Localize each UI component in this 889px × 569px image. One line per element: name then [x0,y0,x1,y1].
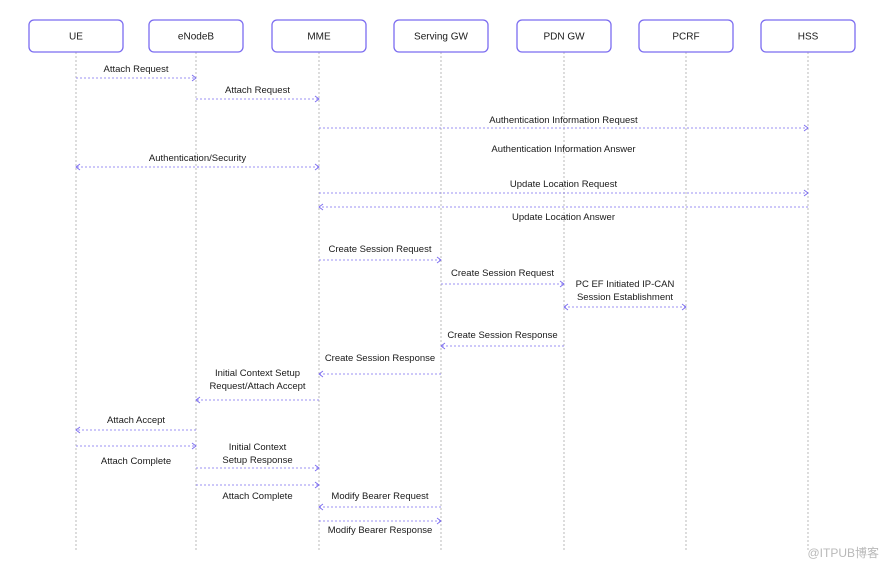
message-6: Update Location Answer [318,203,808,223]
participant-label-mme: MME [307,32,331,43]
message-label: Create Session Request [451,268,554,279]
message-0: Attach Request [76,64,197,82]
message-17: Modify Bearer Request [318,491,441,511]
message-1: Attach Request [196,85,320,103]
arrowhead [191,74,197,82]
arrowhead [318,503,324,511]
arrowhead [314,163,320,171]
arrowhead [75,426,81,434]
message-label: Attach Complete [222,491,292,502]
message-label: Attach Request [104,64,169,75]
arrowhead [195,396,201,404]
message-10: Create Session Response [440,330,564,350]
message-label: Request/Attach Accept [209,381,305,392]
arrowhead [318,203,324,211]
message-2: Authentication Information Request [319,115,809,132]
message-label: Session Establishment [577,292,673,303]
participant-label-hss: HSS [798,32,819,43]
participant-label-pcrf: PCRF [672,32,699,43]
participant-label-pgw: PDN GW [543,32,585,43]
message-label: Initial Context Setup [215,368,300,379]
lifelines [75,52,809,552]
message-3: Authentication Information Answer [491,144,635,155]
arrowhead [314,481,320,489]
arrowhead [75,163,81,171]
arrowhead [440,342,446,350]
arrowhead [803,124,809,132]
message-label: Update Location Answer [512,212,615,223]
message-8: Create Session Request [441,268,565,288]
message-label: Authentication Information Request [489,115,638,126]
message-label: Create Session Request [329,244,432,255]
arrowhead [681,303,687,311]
message-label: Initial Context [229,442,287,453]
participant-label-sgw: Serving GW [414,32,468,43]
participant-box-enb [148,19,244,53]
participant-label-enb: eNodeB [178,32,214,43]
participant-box-ue [28,19,124,53]
arrowhead [563,303,569,311]
message-7: Create Session Request [319,244,442,264]
message-label: Attach Accept [107,415,165,426]
message-18: Modify Bearer Response [319,517,442,536]
message-label: Attach Request [225,85,290,96]
message-label: Authentication/Security [149,153,246,164]
watermark: @ITPUB博客 [807,546,879,560]
message-label: Modify Bearer Response [328,525,433,536]
arrowhead [803,189,809,197]
arrowhead [318,370,324,378]
participant-box-hss [760,19,856,53]
message-16: Attach Complete [196,481,320,502]
participant-box-mme [271,19,367,53]
participant-box-pgw [516,19,612,53]
participant-label-ue: UE [69,32,83,43]
message-label: Authentication Information Answer [491,144,635,155]
arrowhead [436,517,442,525]
participant-box-pcrf [638,19,734,53]
arrowhead [314,95,320,103]
message-label: Create Session Response [325,353,435,364]
message-5: Update Location Request [319,179,809,197]
message-label: Attach Complete [101,456,171,467]
message-label: Modify Bearer Request [331,491,429,502]
message-11: Create Session Response [318,353,441,378]
message-label: Update Location Request [510,179,618,190]
message-label: PC EF Initiated IP-CAN [576,279,675,290]
arrowhead [559,280,565,288]
message-4: Authentication/Security [75,153,320,171]
message-label: Create Session Response [447,330,557,341]
arrowhead [314,464,320,472]
participant-boxes: UE eNodeB MME Serving GW PDN GW PCRF HSS [28,19,856,53]
message-label: Setup Response [222,455,292,466]
arrowhead [436,256,442,264]
arrowhead [191,442,197,450]
message-14: Attach Complete [76,442,197,467]
participant-box-sgw [393,19,489,53]
message-13: Attach Accept [75,415,196,434]
message-9: PC EF Initiated IP-CAN Session Establishm… [563,279,687,311]
